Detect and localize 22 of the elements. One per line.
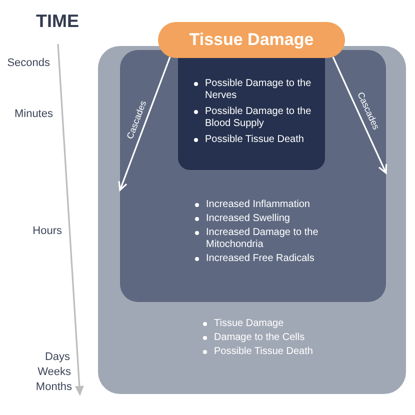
- time-label: Days: [44, 351, 70, 364]
- time-label: Hours: [32, 225, 62, 238]
- layer-panel: [178, 58, 325, 170]
- cascade-arrow: [332, 56, 388, 174]
- axis-title: TIME: [36, 11, 79, 31]
- time-label: Months: [36, 381, 72, 394]
- bullet-item: Increased Damage to the Mitochondria: [195, 227, 345, 251]
- bullet-item: Possible Tissue Death: [203, 346, 383, 358]
- bullet-item: Possible Damage to the Nerves: [194, 78, 318, 102]
- bullet-item: Tissue Damage: [203, 318, 383, 330]
- bullet-item: Increased Free Radicals: [195, 253, 345, 265]
- event-pill: Tissue Damage: [158, 22, 345, 58]
- time-label: Minutes: [14, 108, 53, 121]
- layer-panel: [120, 50, 386, 302]
- bullet-item: Possible Damage to the Blood Supply: [194, 106, 318, 130]
- bullet-item: Possible Tissue Death: [194, 134, 318, 146]
- bullet-item: Increased Swelling: [195, 213, 345, 225]
- bullet-item: Damage to the Cells: [203, 332, 383, 344]
- bullet-item: Increased Inflammation: [195, 199, 345, 211]
- cascade-arrow: [118, 56, 171, 191]
- time-label: Seconds: [7, 57, 50, 70]
- time-label: Weeks: [38, 366, 71, 379]
